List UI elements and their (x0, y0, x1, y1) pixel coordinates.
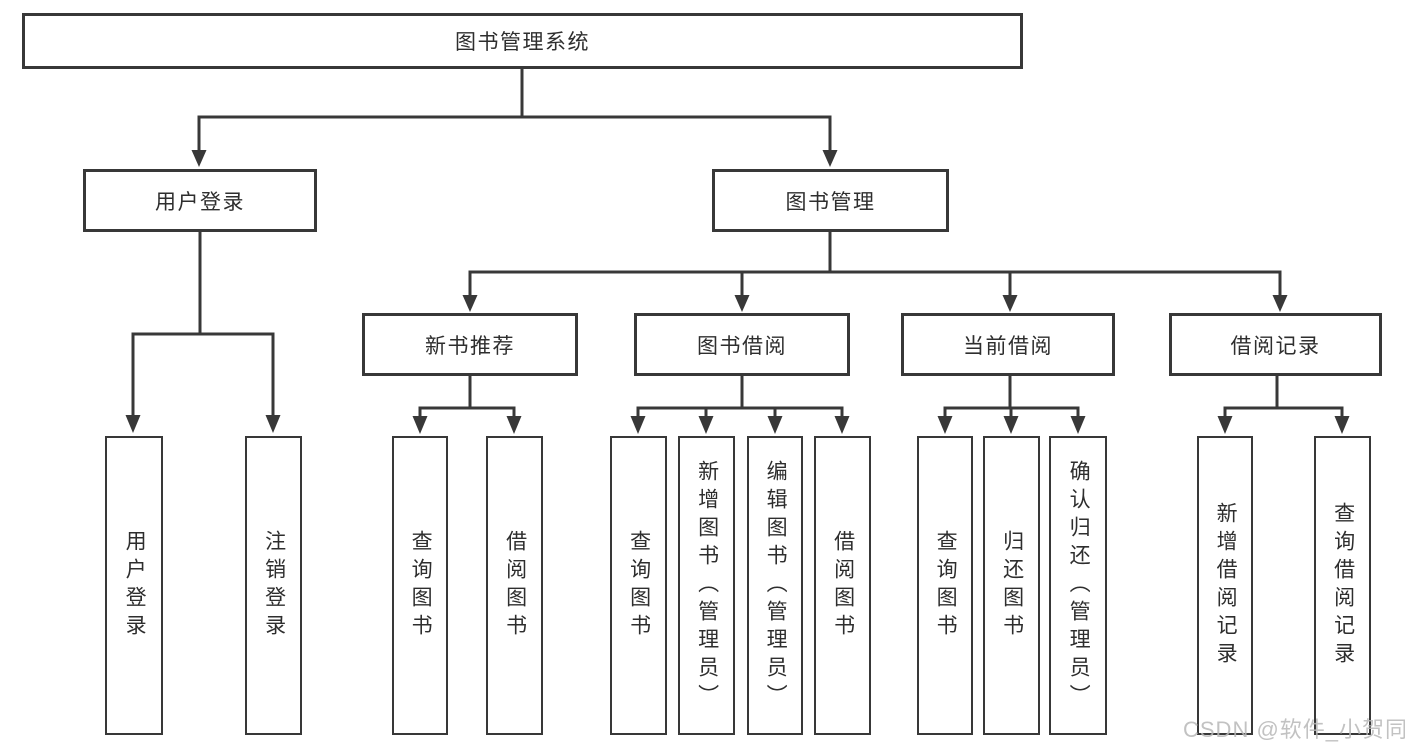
arrowhead (630, 416, 646, 434)
leaf-return-books: 归还图书 (983, 436, 1040, 735)
leaf-query-books-current: 查询图书 (917, 436, 973, 735)
leaf-label: 借阅图书 (831, 529, 855, 642)
arrowhead (462, 295, 478, 312)
connector-book-mgmt-children (468, 232, 1282, 296)
connector-new-book-children (418, 376, 516, 417)
node-label: 新书推荐 (425, 334, 515, 358)
arrowhead (412, 416, 428, 434)
arrowhead (125, 415, 141, 433)
arrowhead (834, 416, 850, 434)
arrowhead (191, 150, 207, 167)
leaf-add-borrow-record: 新增借阅记录 (1197, 436, 1253, 735)
leaf-label: 查询图书 (627, 529, 651, 642)
node-label: 图书管理系统 (455, 31, 590, 54)
leaf-edit-books-admin: 编辑图书（管理员） (747, 436, 803, 735)
node-label: 图书管理 (785, 190, 876, 214)
arrowhead (265, 415, 281, 433)
leaf-query-borrow-record: 查询借阅记录 (1314, 436, 1371, 735)
node-label: 用户登录 (155, 190, 245, 214)
leaf-logout: 注销登录 (245, 436, 302, 735)
csdn-watermark: CSDN @软件_小贺同学 (1183, 717, 1405, 742)
node-label: 借阅记录 (1230, 334, 1321, 358)
arrowhead (698, 416, 714, 434)
arrowhead (937, 416, 953, 434)
leaf-label: 用户登录 (123, 529, 147, 642)
leaf-label: 确认归还（管理员） (1067, 459, 1091, 712)
leaf-label: 新增借阅记录 (1214, 501, 1238, 670)
leaf-borrow-books-recommend: 借阅图书 (486, 436, 543, 735)
leaf-borrow-books: 借阅图书 (814, 436, 871, 735)
leaf-label: 查询图书 (409, 529, 433, 642)
arrowhead (1334, 416, 1350, 434)
node-label: 当前借阅 (963, 334, 1053, 358)
leaf-label: 借阅图书 (503, 529, 527, 642)
arrowhead (1217, 416, 1233, 434)
connector-book-borrow-children (636, 376, 844, 417)
leaf-label: 新增图书（管理员） (695, 459, 719, 712)
arrowhead (1070, 416, 1086, 434)
node-borrow-records: 借阅记录 (1169, 313, 1382, 376)
leaf-label: 注销登录 (262, 529, 286, 642)
node-book-borrow: 图书借阅 (634, 313, 850, 376)
leaf-add-books-admin: 新增图书（管理员） (678, 436, 735, 735)
node-library-system: 图书管理系统 (22, 13, 1023, 69)
arrowhead (506, 416, 522, 434)
connector-borrow-records-children (1223, 376, 1344, 417)
connector-root-to-level2 (197, 69, 832, 151)
leaf-query-books-recommend: 查询图书 (392, 436, 448, 735)
arrowhead (734, 295, 750, 312)
leaf-label: 编辑图书（管理员） (764, 459, 788, 712)
leaf-label: 查询借阅记录 (1331, 501, 1355, 670)
connector-current-borrow-children (943, 376, 1080, 417)
leaf-label: 查询图书 (934, 529, 958, 642)
arrowhead (1272, 295, 1288, 312)
arrowhead (1003, 416, 1019, 434)
node-new-book-recommend: 新书推荐 (362, 313, 578, 376)
leaf-user-login: 用户登录 (105, 436, 163, 735)
node-book-management: 图书管理 (712, 169, 949, 232)
leaf-label: 归还图书 (1000, 529, 1024, 642)
node-label: 图书借阅 (697, 334, 787, 358)
leaf-confirm-return-admin: 确认归还（管理员） (1049, 436, 1107, 735)
arrowhead (822, 150, 838, 167)
node-user-login: 用户登录 (83, 169, 317, 232)
arrowhead (767, 416, 783, 434)
leaf-query-books-borrow: 查询图书 (610, 436, 667, 735)
arrowhead (1002, 295, 1018, 312)
node-current-borrow: 当前借阅 (901, 313, 1115, 376)
connector-user-login-children (131, 232, 275, 416)
